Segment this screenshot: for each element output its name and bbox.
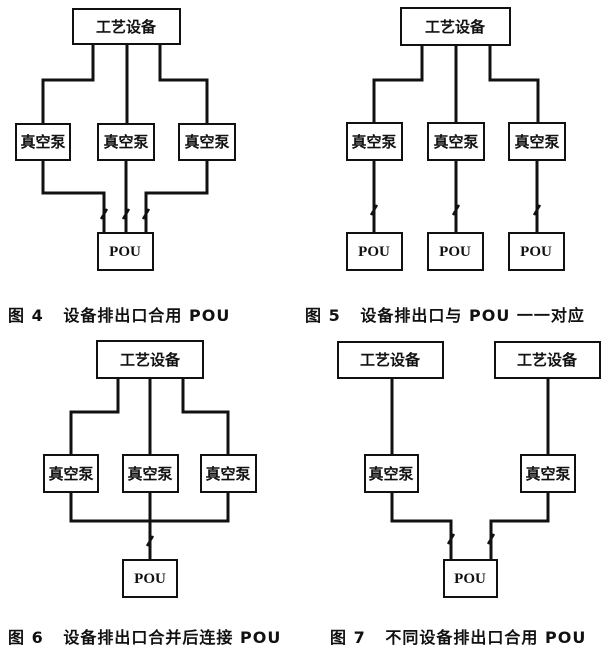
vacuum-pump-box <box>508 122 566 161</box>
vacuum-pump-label: 真空泵 <box>184 133 229 151</box>
vacuum-pump-box <box>43 454 99 493</box>
vacuum-pump-box <box>200 454 257 493</box>
pou-box <box>427 232 484 271</box>
pou-label: POU <box>454 571 486 587</box>
pipe-tool-to-pump-1 <box>372 45 424 123</box>
valve-icon <box>121 208 131 220</box>
vacuum-pump-box <box>122 454 179 493</box>
figure-6: 工艺设备 真空泵 真空泵 真空泵 POU <box>43 340 257 598</box>
pou-label: POU <box>520 244 552 260</box>
figure-5-caption: 图 5 设备排出口与 POU 一一对应 <box>305 306 585 325</box>
vacuum-pump-box <box>346 122 403 161</box>
pou-box <box>97 232 154 271</box>
process-equipment-label: 工艺设备 <box>96 18 157 36</box>
vacuum-pump-box <box>15 123 71 161</box>
valve-icon <box>451 204 461 216</box>
vacuum-pump-box <box>427 122 485 161</box>
process-equipment-box <box>494 341 601 379</box>
vacuum-pump-box <box>178 123 236 161</box>
pou-label: POU <box>439 244 471 260</box>
vacuum-pump-label: 真空泵 <box>433 133 478 151</box>
process-equipment-box <box>337 341 444 379</box>
valve-icon <box>369 204 379 216</box>
vacuum-pump-label: 真空泵 <box>103 133 148 151</box>
pou-label: POU <box>109 244 141 260</box>
pou-box <box>346 232 403 271</box>
pipe-pump-3-to-pou <box>144 160 209 233</box>
pipe-tool-to-pump-3 <box>181 378 230 455</box>
valve-icon <box>532 204 542 216</box>
pipe-pump-2-to-pou <box>489 492 550 560</box>
valve-icon <box>145 535 155 547</box>
process-equipment-box <box>96 340 204 379</box>
figure-4-caption: 图 4 设备排出口合用 POU <box>8 306 231 325</box>
pipe-tool-to-pump-3 <box>158 44 209 124</box>
vacuum-pump-box <box>520 454 576 493</box>
figure-5: 工艺设备 真空泵 真空泵 真空泵 POU POU POU <box>346 7 566 271</box>
pipe-tool-to-pump-1 <box>41 44 95 124</box>
vacuum-pump-label: 真空泵 <box>525 465 570 483</box>
figure-6-caption: 图 6 设备排出口合并后连接 POU <box>8 628 282 647</box>
pou-box <box>443 559 498 598</box>
pou-label: POU <box>358 244 390 260</box>
vacuum-pump-label: 真空泵 <box>48 465 93 483</box>
pipe-pump-1-to-pou <box>41 160 106 233</box>
valve-icon <box>141 208 151 220</box>
figure-7-caption: 图 7 不同设备排出口合用 POU <box>330 628 587 647</box>
vacuum-pump-box <box>364 454 419 493</box>
process-equipment-box <box>400 7 511 46</box>
pou-box <box>508 232 565 271</box>
vacuum-pump-label: 真空泵 <box>351 133 396 151</box>
vacuum-pump-label: 真空泵 <box>20 133 65 151</box>
process-equipment-label: 工艺设备 <box>425 18 486 36</box>
pou-box <box>122 559 178 598</box>
process-equipment-label: 工艺设备 <box>360 351 421 369</box>
vacuum-pump-label: 真空泵 <box>368 465 413 483</box>
pipe-tool-to-pump-1 <box>69 378 120 455</box>
valve-icon <box>446 533 456 545</box>
pou-label: POU <box>134 571 166 587</box>
valve-icon <box>99 208 109 220</box>
vacuum-pump-box <box>97 123 155 161</box>
valve-icon <box>486 533 496 545</box>
process-equipment-label: 工艺设备 <box>120 351 181 369</box>
figure-7: 工艺设备 工艺设备 真空泵 真空泵 POU <box>337 341 601 598</box>
process-equipment-label: 工艺设备 <box>517 351 578 369</box>
vacuum-pump-label: 真空泵 <box>205 465 250 483</box>
vacuum-pump-label: 真空泵 <box>514 133 559 151</box>
figure-4: 工艺设备 真空泵 真空泵 真空泵 POU <box>15 8 236 271</box>
pipe-tool-to-pump-3 <box>488 45 540 123</box>
pipe-pump-1-to-pou <box>390 492 453 560</box>
process-equipment-box <box>72 8 181 45</box>
vacuum-pump-label: 真空泵 <box>127 465 172 483</box>
